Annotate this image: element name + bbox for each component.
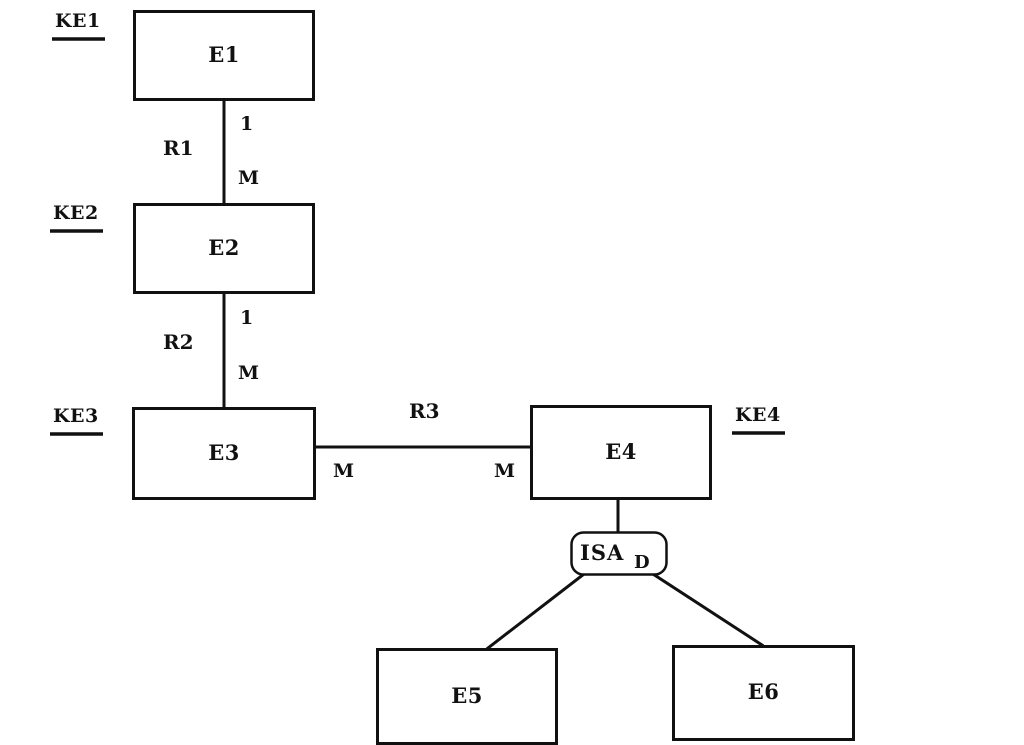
entity-box-e2[interactable] [133, 203, 315, 294]
connector-isa-e6 [650, 571, 765, 648]
cardinality-r1-bottom: M [238, 167, 260, 189]
cardinality-r2-top: 1 [240, 307, 254, 329]
entity-box-e1[interactable] [133, 10, 315, 101]
relationship-label-r1: R1 [163, 136, 194, 160]
isa-disjoint-marker: D [634, 552, 650, 573]
isa-label: ISA [580, 540, 625, 565]
relationship-label-r3: R3 [409, 399, 440, 423]
entity-box-e5[interactable] [376, 648, 558, 745]
cardinality-r2-bottom: M [238, 362, 260, 384]
key-label-ke3: KE3 [53, 405, 99, 427]
cardinality-r1-top: 1 [240, 113, 254, 135]
relationship-label-r2: R2 [163, 330, 194, 354]
cardinality-r3-right: M [494, 460, 516, 482]
cardinality-r3-left: M [333, 460, 355, 482]
connector-isa-e5 [485, 571, 587, 651]
entity-box-e4[interactable] [530, 405, 712, 500]
entity-box-e3[interactable] [132, 407, 316, 500]
isa-box[interactable] [570, 531, 668, 576]
key-label-ke4: KE4 [735, 404, 781, 426]
entity-box-e6[interactable] [672, 645, 855, 741]
key-label-ke1: KE1 [55, 10, 101, 32]
key-label-ke2: KE2 [53, 202, 99, 224]
